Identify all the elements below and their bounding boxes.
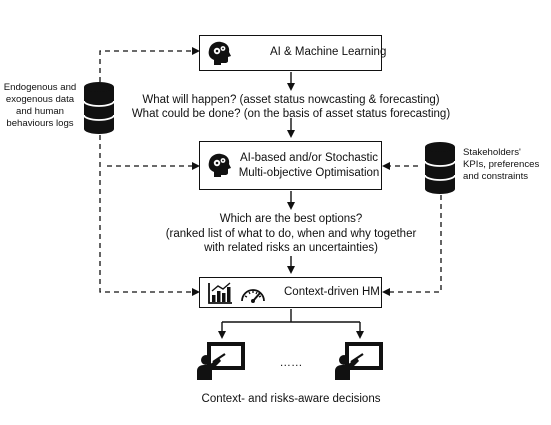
hmi-box: Context-driven HMI xyxy=(199,277,384,308)
question2-line3: with related risks an uncertainties) xyxy=(204,242,378,254)
question1-line2: What could be done? (on the basis of ass… xyxy=(131,108,451,120)
optimisation-label-line1: AI-based and/or Stochastic xyxy=(239,152,379,164)
optimisation-box: AI-based and/or Stochastic Multi-objecti… xyxy=(199,141,382,190)
left-source-line: behaviours logs xyxy=(6,118,74,129)
left-source-line: Endogenous and xyxy=(3,82,77,93)
database-icon xyxy=(83,82,115,134)
question1-line1: What will happen? (asset status nowcasti… xyxy=(142,94,440,106)
dashed-link-left-to-ai xyxy=(99,47,200,82)
left-source-line: and human xyxy=(15,106,64,117)
decisions-caption: Context- and risks-aware decisions xyxy=(201,393,381,405)
dashed-link-left-to-hmi xyxy=(99,135,200,296)
optimisation-label-line2: Multi-objective Optimisation xyxy=(238,167,380,179)
gauge-icon xyxy=(241,289,265,303)
presenter-icon xyxy=(197,342,245,380)
question2-line1: Which are the best options? xyxy=(219,213,363,225)
left-source-line: exogenous data xyxy=(5,94,75,105)
brain-gears-icon xyxy=(208,153,231,177)
bar-chart-icon xyxy=(208,282,232,304)
database-icon xyxy=(424,142,456,194)
brain-gears-icon xyxy=(208,41,231,65)
dashed-link-right-to-hmi xyxy=(382,195,442,296)
presenter-icon xyxy=(335,342,383,380)
ai-ml-box: AI & Machine Learning xyxy=(199,35,386,71)
right-source-line: KPIs, preferences xyxy=(463,159,540,170)
right-source-line: and constraints xyxy=(463,171,529,182)
hmi-label: Context-driven HMI xyxy=(284,286,384,298)
ai-ml-label: AI & Machine Learning xyxy=(270,46,387,58)
ellipsis: …… xyxy=(279,357,303,369)
right-source-line: Stakeholders' xyxy=(463,147,521,158)
question2-line2: (ranked list of what to do, when and why… xyxy=(165,228,417,240)
